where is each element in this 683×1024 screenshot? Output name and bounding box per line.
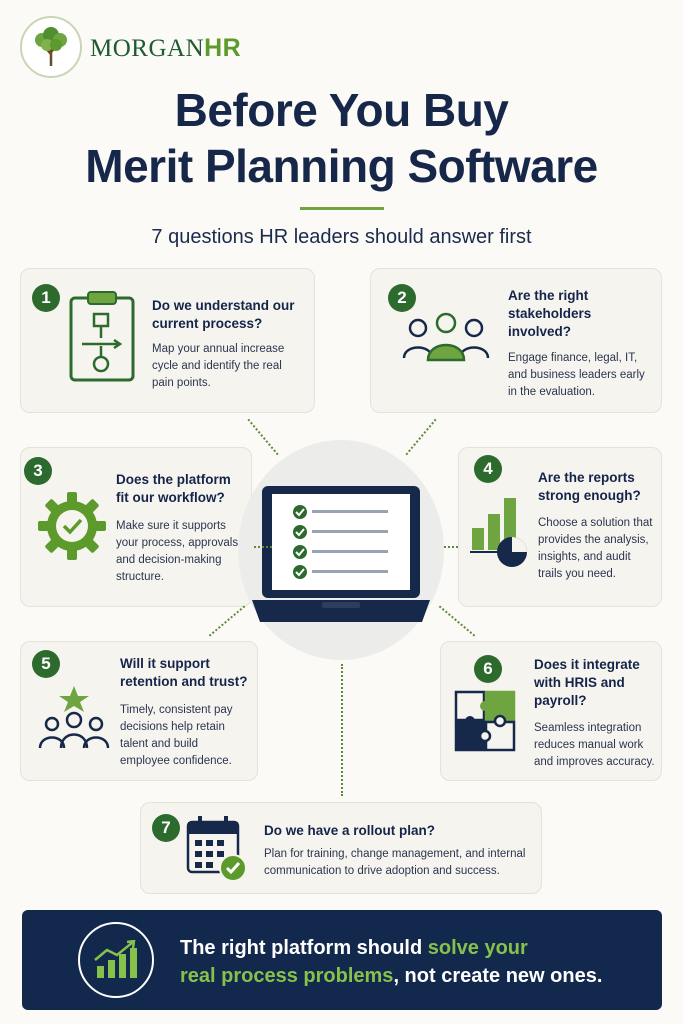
team-star-icon [36, 684, 112, 755]
clipboard-flow-icon [68, 290, 136, 387]
question-desc-3: Make sure it supports your process, appr… [116, 520, 242, 583]
puzzle-integration-icon [454, 690, 516, 757]
question-title-5: Will it support retention and trust? [120, 656, 248, 689]
connector-6 [438, 605, 476, 637]
connector-5 [208, 605, 246, 637]
brand-part-1: MORGAN [90, 35, 205, 62]
question-number-1: 1 [32, 284, 60, 312]
question-desc-5: Timely, consistent pay decisions help re… [120, 704, 233, 767]
question-number-4: 4 [474, 455, 502, 483]
question-desc-6: Seamless integration reduces manual work… [534, 722, 655, 768]
banner-highlight-2: real process problems [180, 965, 394, 987]
connector-1 [247, 418, 279, 456]
question-title-3: Does the platform fit our workflow? [116, 472, 231, 505]
question-desc-7: Plan for training, change management, an… [264, 848, 526, 877]
brand-part-2: HR [204, 34, 242, 62]
question-title-7: Do we have a rollout plan? [264, 823, 436, 838]
growth-chart-icon [78, 922, 154, 998]
chart-report-icon [470, 494, 530, 575]
stakeholders-icon [400, 312, 492, 369]
connector-2 [405, 418, 437, 456]
question-desc-4: Choose a solution that provides the anal… [538, 517, 653, 580]
connector-7 [341, 664, 343, 796]
question-title-4: Are the reports strong enough? [538, 470, 641, 503]
question-title-2: Are the right stakeholders involved? [508, 288, 592, 339]
question-number-5: 5 [32, 650, 60, 678]
banner-text-1: The right platform should [180, 937, 428, 959]
subtitle: 7 questions HR leaders should answer fir… [151, 226, 532, 248]
connector-4 [444, 546, 458, 548]
question-title-6: Does it integrate with HRIS and payroll? [534, 657, 640, 708]
gear-check-icon [38, 492, 106, 565]
question-desc-1: Map your annual increase cycle and ident… [152, 343, 285, 389]
banner-message: The right platform should solve your real… [180, 934, 640, 990]
title-line-2: Merit Planning Software [85, 140, 598, 192]
question-number-2: 2 [388, 284, 416, 312]
logo-tree-icon [20, 16, 82, 78]
banner-highlight-1: solve your [427, 937, 528, 959]
calendar-check-icon [186, 816, 248, 887]
question-card-2 [370, 268, 662, 413]
question-desc-2: Engage finance, legal, IT, and business … [508, 352, 645, 398]
connector-3 [254, 546, 272, 548]
title-line-1: Before You Buy [174, 84, 509, 136]
question-title-1: Do we understand our current process? [152, 298, 295, 331]
question-number-7: 7 [152, 814, 180, 842]
question-card-7 [140, 802, 542, 894]
brand-name: MORGANHR [90, 34, 241, 63]
banner-text-2: , not create new ones. [393, 965, 603, 987]
question-number-3: 3 [24, 457, 52, 485]
laptop-checklist-icon [252, 484, 430, 633]
question-card-1 [20, 268, 315, 413]
question-number-6: 6 [474, 655, 502, 683]
title-divider [300, 207, 384, 210]
